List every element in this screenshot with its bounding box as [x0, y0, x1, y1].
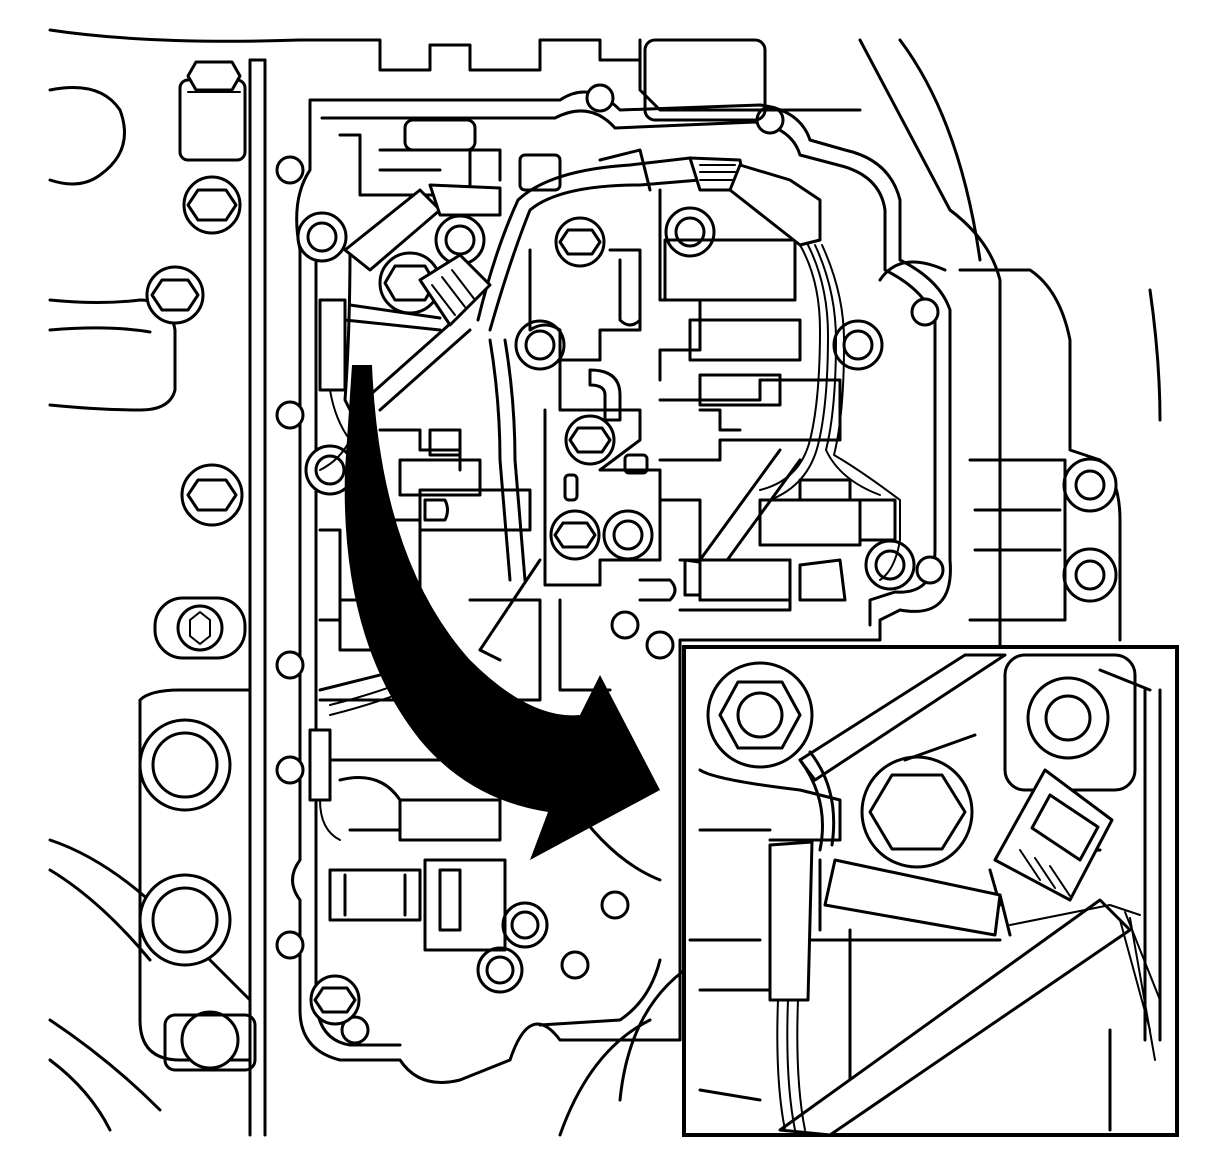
hex-bolt-icon [860, 733, 977, 869]
valve-body-bolts [296, 206, 916, 1026]
hex-bolt-icon [138, 873, 232, 967]
torx-bolt-icon [153, 596, 247, 660]
gasket-holes [275, 83, 945, 1045]
hex-bolt-icon [554, 216, 606, 268]
inset-detail-view [682, 645, 1179, 1137]
hex-bolt-icon [832, 319, 884, 371]
hex-bolt-icon [145, 265, 205, 325]
electrical-connector-icon [988, 768, 1114, 907]
transmission-case-left [48, 28, 642, 1137]
hex-bolt-icon [514, 319, 566, 371]
curved-arrow-icon [344, 365, 660, 860]
hex-bolt-icon [706, 661, 814, 769]
wiring-harness-icon [768, 750, 1161, 1131]
hex-bolt-icon [1003, 653, 1137, 792]
transmission-case-right [558, 38, 1162, 1137]
hex-bolt-icon [549, 509, 601, 561]
hex-bolt-icon [378, 251, 442, 315]
hex-bolt-icon [182, 175, 242, 235]
hex-bolt-icon [178, 60, 247, 162]
hex-bolt-icon [309, 974, 361, 1026]
hex-bolt-icon [296, 211, 348, 263]
wiring-harness-icon [308, 156, 901, 841]
hex-bolt-icon [602, 509, 654, 561]
hex-bolt-icon [501, 901, 549, 949]
hex-bolt-icon [564, 414, 616, 466]
hex-bolt-icon [476, 946, 524, 994]
hex-bolt-icon [304, 444, 356, 496]
hex-bolt-icon [864, 539, 916, 591]
hex-bolt-icon [180, 463, 244, 527]
hex-bolt-icon [664, 206, 716, 258]
hex-bolt-icon [163, 1010, 257, 1072]
hex-bolt-icon [138, 718, 232, 812]
